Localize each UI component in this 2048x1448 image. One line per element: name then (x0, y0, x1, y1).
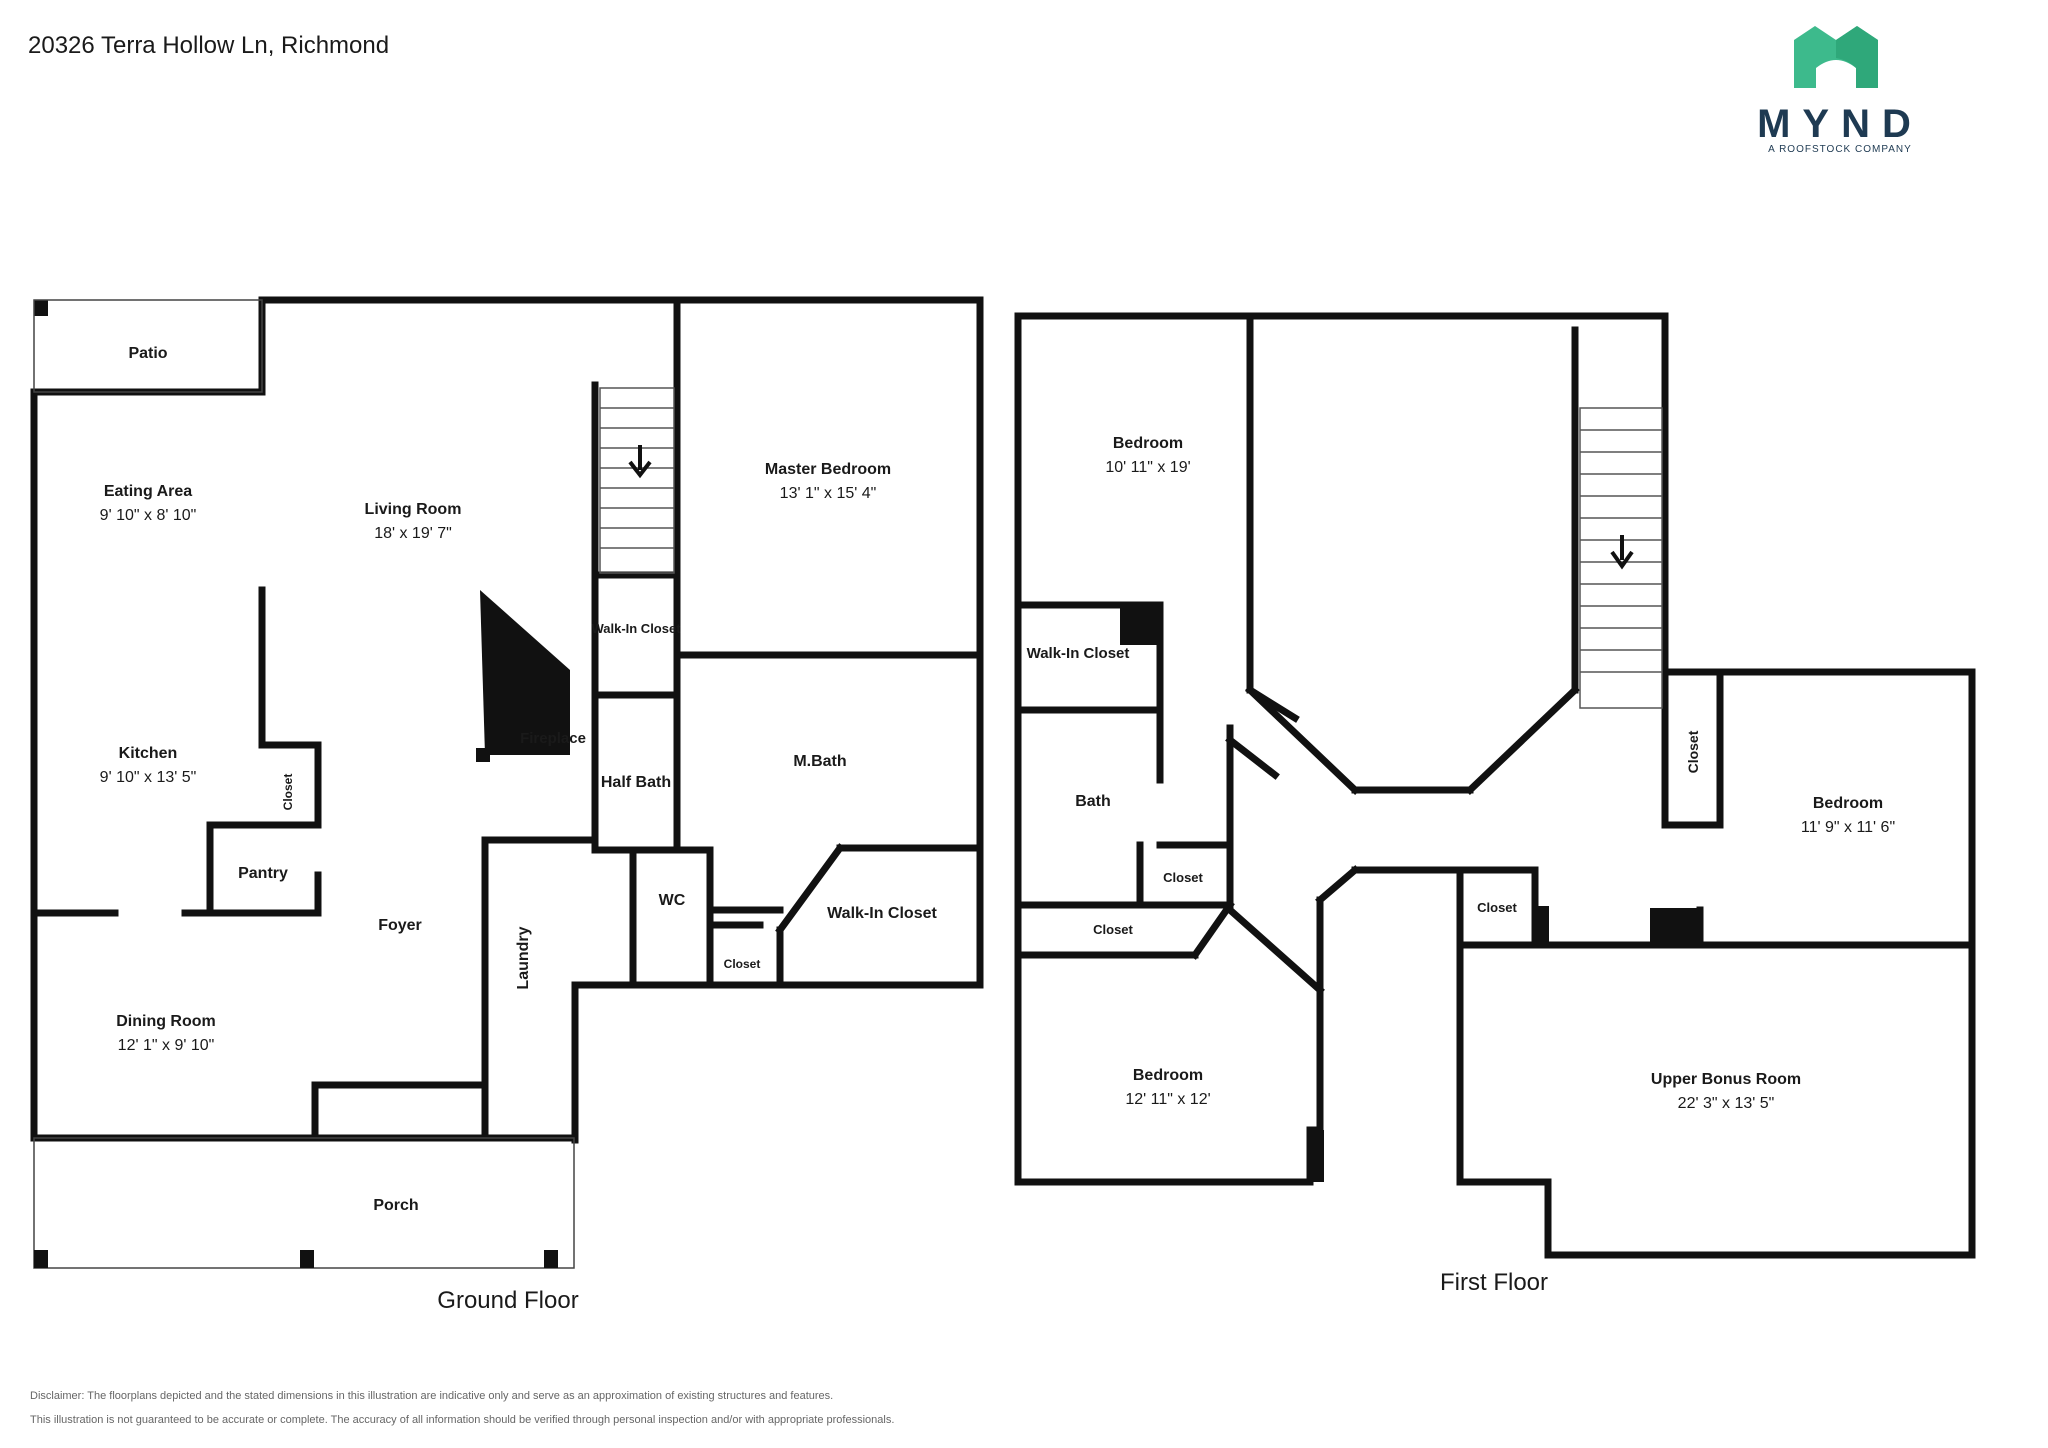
label-laundry: Laundry (515, 926, 532, 989)
dims-bedroom-1: 10' 11" x 19' (1105, 459, 1190, 476)
label-mbath: M.Bath (793, 753, 846, 770)
disclaimer-line-1: Disclaimer: The floorplans depicted and … (30, 1390, 834, 1402)
stairs-icon (1579, 407, 1663, 709)
label-bedroom-1: Bedroom (1113, 435, 1183, 452)
down-arrow-icon (1610, 535, 1634, 570)
dims-living-room: 18' x 19' 7" (374, 525, 452, 542)
label-closet-hall: Closet (1093, 922, 1133, 937)
label-half-bath: Half Bath (601, 774, 671, 791)
mynd-logo: MYND A ROOFSTOCK COMPANY (1740, 24, 1940, 155)
dims-bedroom-3: 11' 9" x 11' 6" (1801, 819, 1895, 836)
label-bedroom-3: Bedroom (1813, 795, 1883, 812)
label-eating-area: Eating Area (104, 483, 192, 500)
label-bonus-room: Upper Bonus Room (1651, 1071, 1801, 1088)
logo-name: MYND (1757, 102, 1923, 146)
label-bedroom-2: Bedroom (1133, 1067, 1203, 1084)
label-master-bedroom: Master Bedroom (765, 461, 891, 478)
patio-outline (33, 299, 263, 393)
label-closet-wc: Closet (724, 957, 761, 971)
label-patio: Patio (128, 345, 167, 362)
label-walkin-closet-master: Walk-In Closet (827, 905, 937, 922)
first-floor-label: First Floor (1440, 1269, 1548, 1296)
label-kitchen: Kitchen (119, 745, 178, 762)
label-closet-center: Closet (1477, 900, 1517, 915)
dims-eating-area: 9' 10" x 8' 10" (100, 507, 197, 524)
porch-outline (33, 1137, 575, 1269)
label-closet-right: Closet (1685, 730, 1701, 773)
label-foyer: Foyer (378, 917, 422, 934)
label-closet-bath: Closet (1163, 870, 1203, 885)
dims-dining-room: 12' 1" x 9' 10" (118, 1037, 215, 1054)
label-walkin-closet-hall: Walk-In Closet (591, 621, 681, 636)
fireplace-icon (480, 590, 570, 755)
house-logo-icon (1794, 26, 1878, 88)
disclaimer-line-2: This illustration is not guaranteed to b… (30, 1414, 895, 1426)
label-wc: WC (659, 892, 686, 909)
first-floor-plan (1014, 312, 1976, 1259)
stairs-icon (599, 387, 675, 574)
label-closet-kitchen: Closet (281, 774, 295, 811)
ground-floor-label: Ground Floor (437, 1287, 578, 1314)
down-arrow-icon (628, 445, 652, 479)
label-dining-room: Dining Room (116, 1013, 216, 1030)
label-pantry: Pantry (238, 865, 288, 882)
dims-master-bedroom: 13' 1" x 15' 4" (780, 485, 877, 502)
logo-tagline: A ROOFSTOCK COMPANY (1768, 144, 1912, 155)
dims-kitchen: 9' 10" x 13' 5" (100, 769, 197, 786)
property-address: 20326 Terra Hollow Ln, Richmond (28, 32, 390, 59)
dims-bonus-room: 22' 3" x 13' 5" (1678, 1095, 1775, 1112)
label-walkin-closet: Walk-In Closet (1027, 645, 1130, 662)
label-porch: Porch (373, 1197, 418, 1214)
label-living-room: Living Room (365, 501, 462, 518)
label-bath: Bath (1075, 793, 1111, 810)
dims-bedroom-2: 12' 11" x 12' (1125, 1091, 1210, 1108)
label-fireplace: Fireplace (520, 730, 586, 747)
